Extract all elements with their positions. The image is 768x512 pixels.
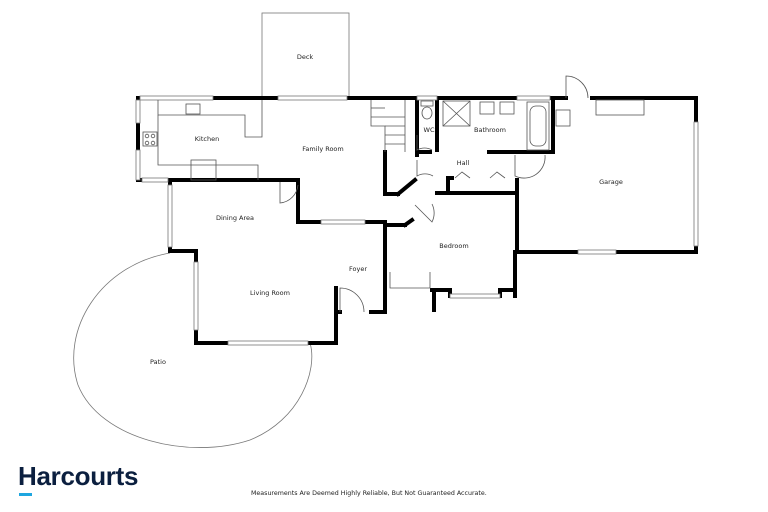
logo-accent-bar (19, 493, 32, 496)
label-family-room: Family Room (302, 145, 344, 153)
label-kitchen: Kitchen (195, 135, 219, 143)
harcourts-logo: Harcourts (18, 461, 139, 491)
walls (136, 96, 698, 345)
disclaimer-text: Measurements Are Deemed Highly Reliable,… (251, 490, 487, 497)
label-dining-area: Dining Area (216, 214, 254, 222)
label-garage: Garage (599, 178, 623, 186)
label-foyer: Foyer (349, 265, 367, 273)
label-bathroom: Bathroom (474, 126, 506, 134)
fixtures (142, 75, 645, 313)
label-patio: Patio (150, 358, 166, 366)
label-hall: Hall (457, 159, 470, 167)
windows (135, 95, 699, 346)
label-deck: Deck (297, 53, 314, 61)
label-bedroom: Bedroom (439, 242, 468, 250)
patio-outline (73, 252, 313, 448)
label-wc: WC (424, 126, 435, 134)
room-labels: Deck Kitchen Family Room WC Bathroom Hal… (150, 53, 623, 366)
label-living-room: Living Room (250, 289, 290, 297)
